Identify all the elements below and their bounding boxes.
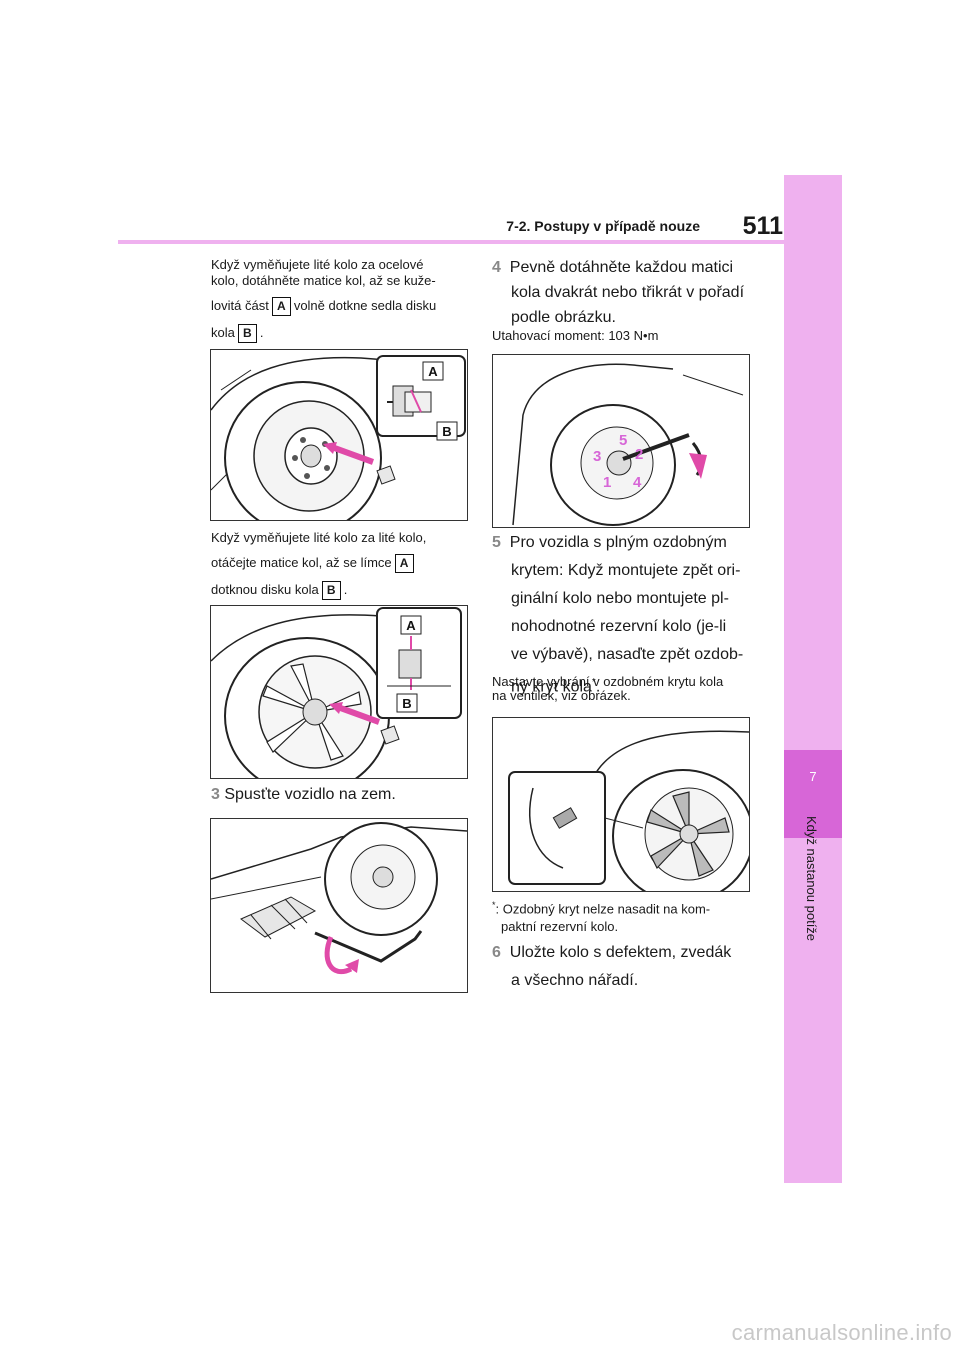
step-number: 4 [492,259,501,276]
chapter-number-box: 7 [784,750,842,838]
step-6: 6 Uložte kolo s defektem, zvedák a všech… [492,940,754,993]
label-a: A [271,297,291,316]
text-line: 6 Uložte kolo s defektem, zvedák [492,944,732,961]
footnote: *: Ozdobný kryt nelze nasadit na kom- pa… [492,896,754,936]
step-5: 5 Pro vozidla s plným ozdobným krytem: K… [492,530,754,699]
label-b: B [321,581,341,600]
fig1-label-a: A [428,364,438,379]
text-line: ginální kolo nebo montujete pl- [511,590,729,607]
text-line: kola dvakrát nebo třikrát v pořadí [511,284,745,301]
figure-steel-wheel-nut: A B [210,349,468,521]
chapter-title: Když nastanou potíže [804,816,819,942]
text-line: Když vyměňujete lité kolo za lité kolo, [211,530,427,545]
page-number: 511 [742,212,783,240]
text-line: 4 Pevně dotáhněte každou matici [492,259,734,276]
fig2-label-a: A [406,618,416,633]
text-line: 5 Pro vozidla s plným ozdobným [492,534,727,551]
label-a: A [394,554,414,573]
step-3: 3 Spusťte vozidlo na zem. [211,782,471,807]
text-line: Když vyměňujete lité kolo za ocelové [211,257,424,272]
text-line: podle obrázku. [511,309,616,326]
text-line: ve výbavě), nasaďte zpět ozdob- [511,646,744,663]
fig2-label-b: B [402,696,411,711]
para-alloy-wheel: Když vyměňujete lité kolo za lité kolo, … [211,530,471,600]
step-4: 4 Pevně dotáhněte každou matici kola dva… [492,255,752,330]
seq-1: 1 [603,474,611,491]
note-align-valve: Nastavte vybrání v ozdobném krytu kola n… [492,675,752,703]
figure-tighten-sequence: 5 2 3 1 4 [492,354,750,528]
text-line: paktní rezervní kolo. [501,919,619,935]
seq-3: 3 [593,448,601,465]
figure-wheel-cover-valve [492,717,750,892]
text-line: Nastavte vybrání v ozdobném krytu kola [492,674,724,689]
step-number: 6 [492,944,501,961]
chapter-title-box: Když nastanou potíže [799,816,829,1056]
step-number: 5 [492,534,501,551]
step-number: 3 [211,786,220,803]
watermark: carmanualsonline.info [731,1320,952,1345]
text-line: ný kryt kola*. [511,677,601,696]
chapter-number: 7 [809,769,817,784]
text-line: a všechno nářadí. [511,972,639,989]
text-line: krytem: Když montujete zpět ori- [511,562,741,579]
fig1-label-b: B [442,424,451,439]
text-line: na ventilek, viz obrázek. [492,688,631,703]
figure-alloy-wheel-nut: A B [210,605,468,779]
step-text: Spusťte vozidlo na zem. [224,786,396,803]
header-rule [118,240,784,244]
label-b: B [237,324,257,343]
para-steel-wheel: Když vyměňujete lité kolo za ocelové kol… [211,257,471,343]
section-title: 7-2. Postupy v případě nouze [506,218,700,234]
text-line: *: Ozdobný kryt nelze nasadit na kom- [492,900,711,917]
torque-spec: Utahovací moment: 103 N•m [492,328,659,343]
figure-lower-vehicle [210,818,468,993]
text-line: kolo, dotáhněte matice kol, až se kuže- [211,273,436,288]
seq-4: 4 [633,474,642,491]
chapter-tab [784,175,842,1183]
text-line: nohodnotné rezervní kolo (je-li [511,618,727,635]
seq-5: 5 [619,432,627,449]
seq-2: 2 [635,446,643,463]
